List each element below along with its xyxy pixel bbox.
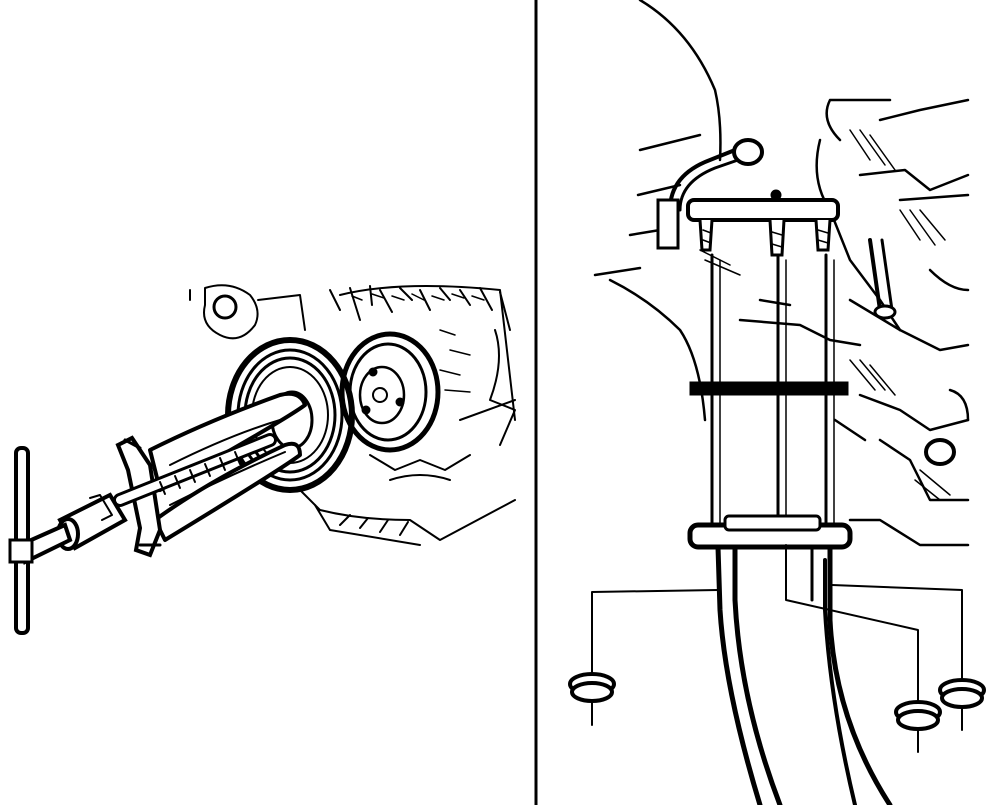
right-panel [568,0,986,805]
engine-shading [699,129,951,501]
puller-jaws [138,391,307,542]
t-handle-bar [8,446,73,635]
puller-screw [113,433,277,507]
belt-band [689,381,849,396]
side-bolt [868,238,956,466]
top-bracket [686,189,840,257]
nut-leader-lines [591,544,963,701]
nut-right-lower [894,700,942,753]
sensor-bolt [656,138,764,250]
left-panel [8,284,516,635]
engine-block [593,0,970,547]
nut-left [568,672,616,726]
washer-plate [687,514,853,550]
engine-background [189,284,516,546]
water-pump-pulley [339,331,441,453]
engine-hatching [351,293,485,393]
long-bolts [715,544,893,805]
nut-right-upper [938,678,986,731]
